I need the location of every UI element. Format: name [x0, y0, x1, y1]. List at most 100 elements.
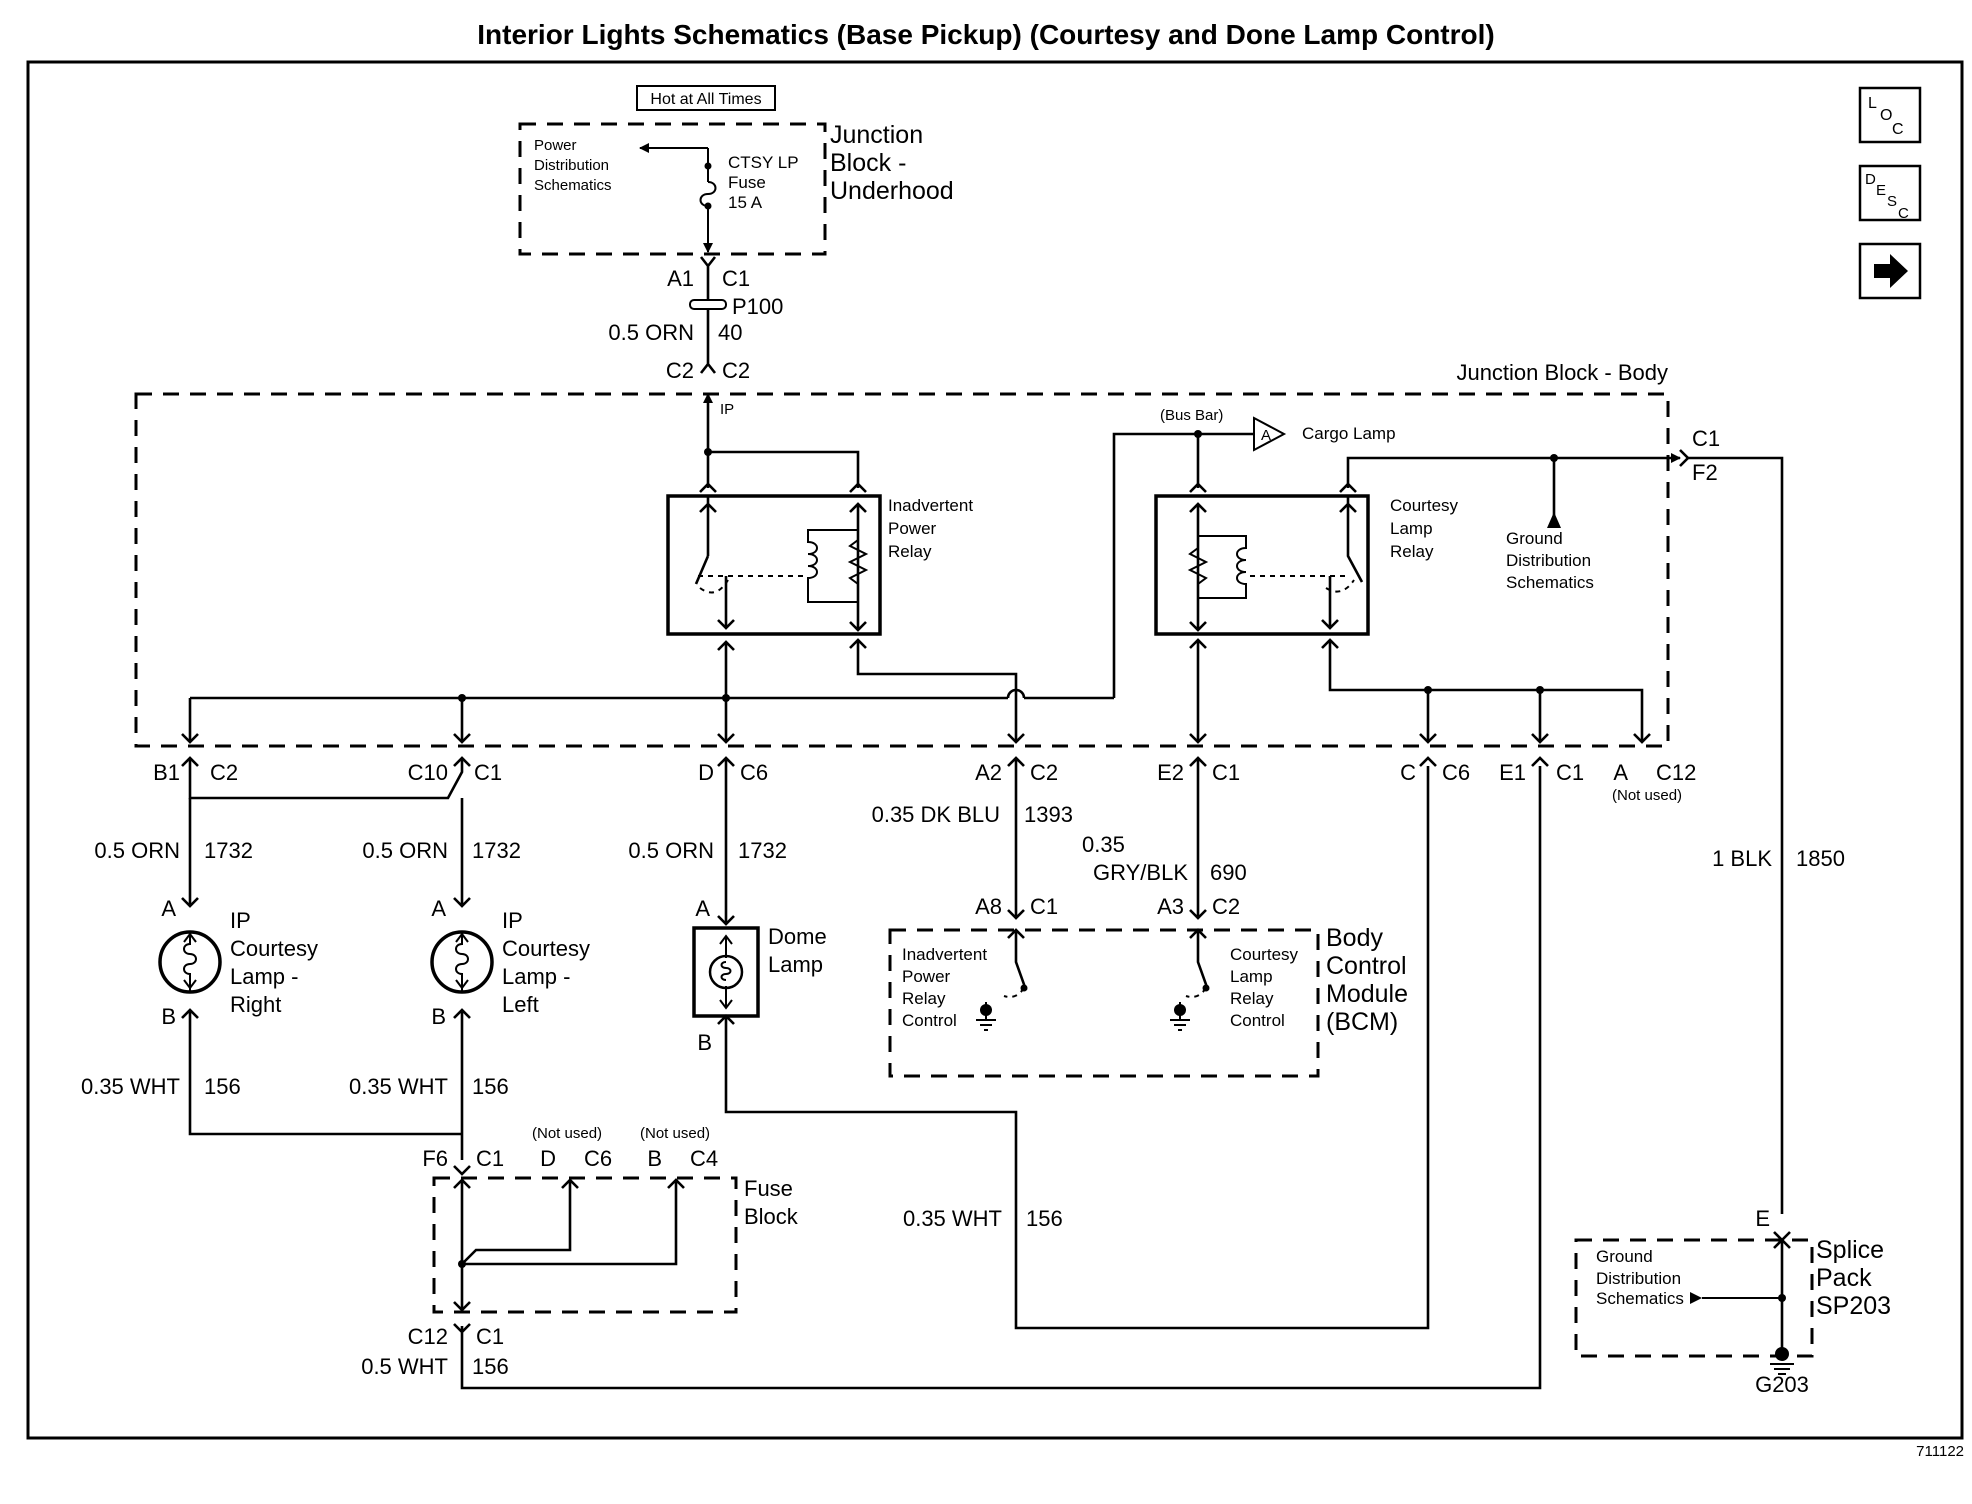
wire-40-circuit: 40: [718, 320, 742, 345]
f2-out-pin: F2: [1692, 460, 1718, 485]
svg-text:D: D: [540, 1146, 556, 1171]
splice-label-1: Splice: [1816, 1236, 1884, 1264]
splice-ground-ref-2: Distribution: [1596, 1269, 1681, 1288]
courtesy-relay-label-3: Relay: [1390, 542, 1434, 561]
svg-text:A: A: [161, 896, 176, 921]
svg-text:A8: A8: [975, 894, 1002, 919]
relay-coil: [807, 529, 858, 603]
ip-courtesy-left-label-3: Lamp -: [502, 964, 570, 989]
body-control-module: [888, 928, 1320, 1078]
loc-button[interactable]: L O C: [1858, 86, 1922, 144]
svg-text:C1: C1: [1556, 760, 1584, 785]
inadvertent-relay-label-2: Power: [888, 519, 937, 538]
wire-156-dome-gauge: 0.35 WHT: [903, 1206, 1002, 1231]
svg-text:C12: C12: [408, 1324, 448, 1349]
wire-1850-gauge: 1 BLK: [1712, 846, 1772, 871]
ground-g203-label: G203: [1755, 1372, 1809, 1397]
inadvertent-relay-label-3: Relay: [888, 542, 932, 561]
ip-courtesy-right-label-1: IP: [230, 908, 251, 933]
bcm-label-4: (BCM): [1326, 1008, 1398, 1036]
c2-pin: C2: [666, 358, 694, 383]
wire-40-gauge: 0.5 ORN: [608, 320, 694, 345]
power-ref-label-3: Schematics: [534, 177, 612, 194]
wire-1732-right-gauge: 0.5 ORN: [94, 838, 180, 863]
wire-1850-circuit: 1850: [1796, 846, 1845, 871]
bcm-label-3: Module: [1326, 980, 1408, 1008]
svg-text:E1: E1: [1499, 760, 1526, 785]
svg-text:C1: C1: [476, 1146, 504, 1171]
arrow-right-icon: [1874, 254, 1908, 288]
courtesy-ctrl-label-2: Lamp: [1230, 967, 1273, 986]
underhood-label-1: Junction: [830, 121, 923, 149]
next-page-button[interactable]: [1858, 242, 1922, 300]
svg-text:C1: C1: [1212, 760, 1240, 785]
courtesy-ctrl-label-3: Relay: [1230, 989, 1274, 1008]
body-block-label: Junction Block - Body: [1456, 360, 1668, 385]
ip-courtesy-right-label-2: Courtesy: [230, 936, 318, 961]
dome-lamp-label-2: Lamp: [768, 952, 823, 977]
svg-text:S: S: [1887, 193, 1897, 210]
ip-courtesy-left-label-1: IP: [502, 908, 523, 933]
svg-text:C: C: [1898, 205, 1909, 222]
svg-text:A2: A2: [975, 760, 1002, 785]
wire-156-right-circuit: 156: [204, 1074, 241, 1099]
svg-text:A: A: [431, 896, 446, 921]
svg-text:E: E: [1876, 182, 1886, 199]
fuse-block-label-2: Block: [744, 1204, 799, 1229]
svg-text:D: D: [1865, 171, 1876, 188]
page-title: Interior Lights Schematics (Base Pickup)…: [477, 19, 1495, 50]
svg-text:C6: C6: [1442, 760, 1470, 785]
hot-at-all-times-label: Hot at All Times: [650, 91, 761, 108]
svg-text:A3: A3: [1157, 894, 1184, 919]
ground-ref-label-1: Ground: [1506, 529, 1563, 548]
ip-courtesy-right-label-3: Lamp -: [230, 964, 298, 989]
c1-connector: C1: [722, 266, 750, 291]
cargo-lamp-ref-triangle: [1253, 416, 1287, 452]
svg-text:B: B: [161, 1004, 176, 1029]
ground-ref-label-3: Schematics: [1506, 573, 1594, 592]
p100-passthrough: [689, 299, 727, 310]
svg-text:C2: C2: [1030, 760, 1058, 785]
ip-courtesy-left-label-4: Left: [502, 992, 539, 1017]
svg-text:C10: C10: [408, 760, 448, 785]
wire-1732-dome-gauge: 0.5 ORN: [628, 838, 714, 863]
junction-block-body: [134, 392, 1670, 748]
fuse-label-2: Fuse: [728, 173, 766, 192]
svg-text:B: B: [647, 1146, 662, 1171]
svg-text:(Not used): (Not used): [1612, 787, 1682, 804]
bcm-label-2: Control: [1326, 952, 1407, 980]
desc-button[interactable]: D E S C: [1858, 164, 1922, 222]
splice-label-2: Pack: [1816, 1264, 1872, 1292]
underhood-label-3: Underhood: [830, 177, 954, 205]
fuse-label-1: CTSY LP: [728, 153, 799, 172]
courtesy-ctrl-label-4: Control: [1230, 1011, 1285, 1030]
fuse-label-3: 15 A: [728, 193, 763, 212]
cargo-ref-letter: A: [1261, 427, 1271, 444]
wire-690-circuit: 690: [1210, 860, 1247, 885]
splice-label-3: SP203: [1816, 1292, 1891, 1320]
svg-text:C1: C1: [476, 1324, 504, 1349]
courtesy-relay-label-1: Courtesy: [1390, 496, 1459, 515]
svg-text:E: E: [1755, 1206, 1770, 1231]
power-ref-label-2: Distribution: [534, 157, 609, 174]
svg-text:C4: C4: [690, 1146, 718, 1171]
ground-ref-label-2: Distribution: [1506, 551, 1591, 570]
wire-690-gauge-top: 0.35: [1082, 832, 1125, 857]
hot-at-all-times-box: [636, 85, 776, 111]
wire-1732-right-circuit: 1732: [204, 838, 253, 863]
wire-690-gauge: GRY/BLK: [1093, 860, 1188, 885]
wire-1732-dome-circuit: 1732: [738, 838, 787, 863]
wire-156-fuse-gauge: 0.5 WHT: [361, 1354, 448, 1379]
svg-text:C1: C1: [474, 760, 502, 785]
inadvertent-ctrl-label-3: Relay: [902, 989, 946, 1008]
fuse-block: [432, 1176, 738, 1314]
svg-text:E2: E2: [1157, 760, 1184, 785]
wire-1732-left-gauge: 0.5 ORN: [362, 838, 448, 863]
wire-156-left-gauge: 0.35 WHT: [349, 1074, 448, 1099]
underhood-label-2: Block -: [830, 149, 906, 177]
inadvertent-relay-label-1: Inadvertent: [888, 496, 973, 515]
svg-text:O: O: [1880, 107, 1892, 124]
body-connector-row: B1 C2 C10 C1 D C6 A2 C2 E2 C1 C C6 E1 C1…: [153, 760, 1696, 804]
svg-text:(Not used): (Not used): [640, 1125, 710, 1142]
